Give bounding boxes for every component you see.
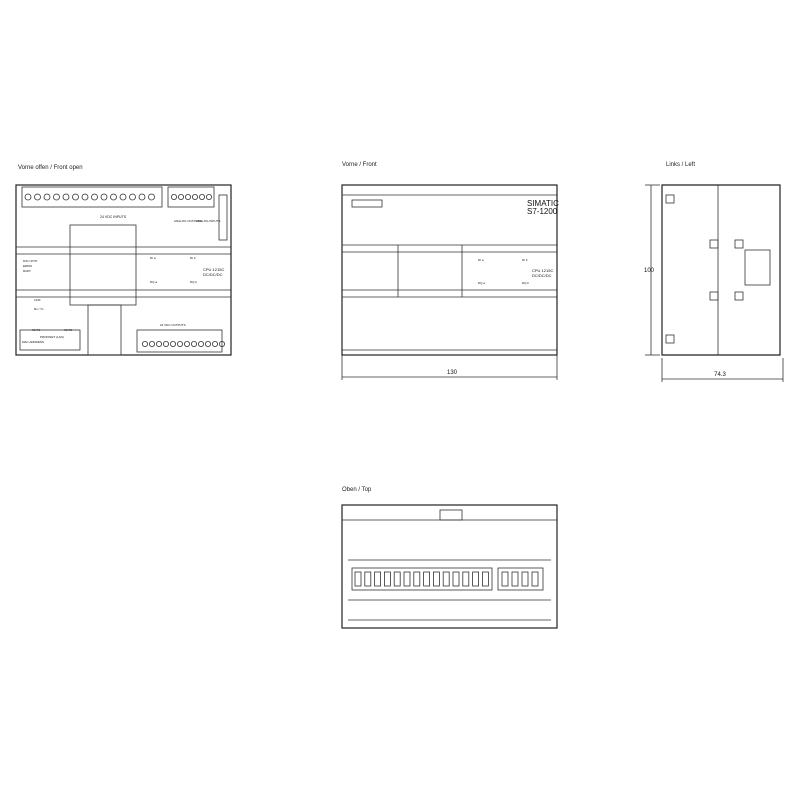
terminal-icon [169, 340, 176, 347]
front-label-di-a: DI a [478, 258, 484, 262]
terminal-icon [141, 340, 148, 347]
terminal-icon [198, 193, 205, 200]
label-x1p2: X1 P2 [64, 328, 73, 332]
caption-front: Vorne / Front [342, 162, 377, 168]
terminal-icon [34, 193, 41, 201]
terminal-icon [72, 193, 79, 201]
terminal-slot [364, 571, 372, 587]
terminal-icon [148, 193, 155, 201]
terminal-slot [442, 571, 450, 587]
terminal-slot [403, 571, 411, 587]
brand-simatic: SIMATIC [527, 199, 559, 208]
terminal-icon [176, 340, 183, 347]
terminal-slot [462, 571, 470, 587]
label-x1p1: X1 P1 [32, 328, 41, 332]
terminal-icon [205, 193, 212, 200]
terminal-icon [138, 193, 146, 201]
label-rxtx: Rx / Tx [34, 307, 44, 311]
label-error: ERROR [23, 265, 32, 268]
label-24vdc-outputs: 24 VDC OUTPUTS [160, 323, 186, 327]
terminal-slot [393, 571, 401, 587]
label-cpu: CPU 1215C [203, 267, 224, 272]
caption-top: Oben / Top [342, 487, 372, 493]
terminal-icon [155, 340, 162, 347]
terminal-icon [148, 340, 155, 347]
terminal-icon [211, 340, 218, 347]
terminal-icon [24, 193, 32, 201]
terminal-icon [183, 340, 190, 347]
front-label-di-b: DI b [522, 258, 528, 262]
terminal-icon [204, 340, 211, 347]
left-view: 100 74.3 [644, 184, 784, 382]
terminal-icon [53, 193, 60, 201]
label-dq-b: DQ b [190, 280, 197, 284]
front-open-view: 24 VDC INPUTS ANALOG OUTPUTS ANALOG INPU… [15, 184, 232, 356]
terminal-icon [110, 193, 117, 201]
front-view: SIMATIC S7-1200 DI a DI b CPU 1215C DC/D… [341, 184, 559, 380]
top-view [341, 504, 558, 629]
terminal-icon [190, 340, 197, 347]
terminal-icon [177, 193, 184, 200]
brand-series: S7-1200 [527, 207, 558, 216]
terminal-slot [452, 571, 460, 587]
terminal-icon [43, 193, 51, 201]
terminal-icon [81, 193, 89, 201]
label-maint: MAINT [23, 270, 31, 273]
terminal-icon [100, 193, 108, 201]
front-label-dq-b: DQ b [522, 281, 529, 285]
front-label-cpu-type: DC/DC/DC [532, 273, 552, 278]
label-di-b: DI b [190, 256, 196, 260]
terminal-icon [129, 193, 136, 201]
terminal-slot [531, 571, 539, 587]
label-dq-a: DQ a [150, 280, 157, 284]
terminal-slot [511, 571, 519, 587]
label-cpu-type: DC/DC/DC [203, 272, 223, 277]
terminal-slot [383, 571, 391, 587]
dimension-depth: 74.3 [714, 372, 726, 378]
label-mac: MAC ADDRESS [22, 340, 44, 344]
terminal-icon [191, 193, 198, 200]
terminal-slot [501, 571, 509, 587]
label-analog-inputs: ANALOG INPUTS [196, 219, 220, 223]
terminal-icon [91, 193, 98, 201]
label-di-a: DI a [150, 256, 156, 260]
dimension-width: 130 [447, 370, 458, 376]
caption-left: Links / Left [666, 162, 696, 168]
terminal-slot [413, 571, 421, 587]
terminal-icon [162, 340, 169, 347]
label-24vdc-inputs: 24 VDC INPUTS [100, 215, 127, 219]
terminal-icon [119, 193, 127, 201]
front-label-dq-a: DQ a [478, 281, 485, 285]
terminal-slot [472, 571, 480, 587]
terminal-icon [62, 193, 70, 201]
terminal-icon [197, 340, 204, 347]
label-run-stop: RUN / STOP [23, 260, 38, 263]
label-link: LINK [34, 298, 41, 302]
terminal-slot [481, 571, 489, 587]
front-label-cpu: CPU 1215C [532, 268, 553, 273]
terminal-slot [423, 571, 431, 587]
terminal-icon [170, 193, 177, 200]
terminal-slot [521, 571, 529, 587]
dimension-height: 100 [644, 268, 655, 274]
label-profinet: PROFINET (LAN) [40, 335, 64, 339]
terminal-slot [354, 571, 362, 587]
caption-front-open: Vorne offen / Front open [18, 165, 83, 171]
terminal-icon [184, 193, 191, 200]
label-analog-outputs: ANALOG OUTPUTS [174, 219, 202, 223]
terminal-slot [432, 571, 440, 587]
terminal-slot [374, 571, 382, 587]
